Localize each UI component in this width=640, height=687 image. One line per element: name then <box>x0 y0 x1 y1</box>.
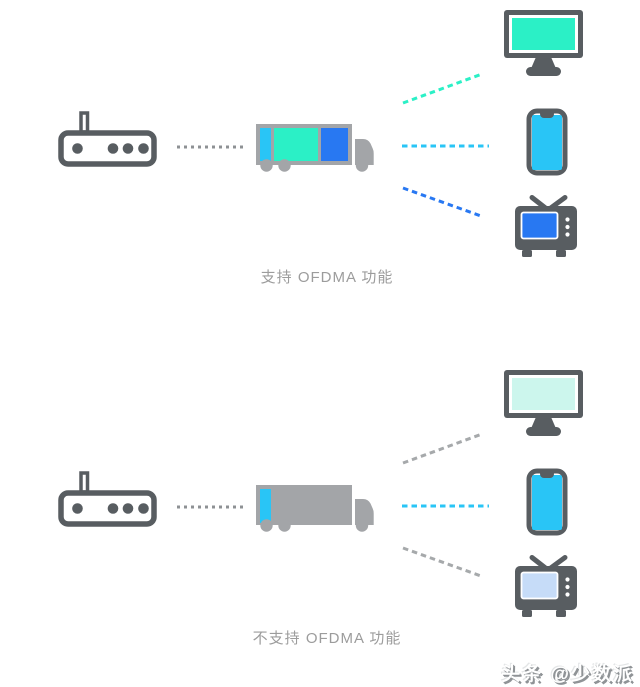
router-antenna <box>79 471 90 494</box>
phone-notch <box>540 470 554 478</box>
phone-notch <box>540 110 554 118</box>
monitor-base <box>526 427 561 436</box>
cargo-monitor-data <box>274 128 318 161</box>
tv-icon <box>515 555 577 617</box>
tv-knob <box>565 224 570 230</box>
caption-ofdma-supported: 支持 OFDMA 功能 <box>260 269 394 286</box>
truck-wheel <box>278 519 291 532</box>
router-icon <box>58 471 157 527</box>
router-led <box>107 143 119 154</box>
tv-foot <box>556 250 566 257</box>
monitor-icon <box>504 370 583 436</box>
section-ofdma-unsupported <box>58 370 583 617</box>
section-ofdma-supported <box>58 10 583 257</box>
router-led <box>122 143 134 154</box>
truck-wheel <box>260 159 273 172</box>
monitor-screen <box>512 378 575 410</box>
tv-knob <box>565 217 570 222</box>
router-led <box>122 503 134 514</box>
truck-cargo-box <box>256 485 352 525</box>
router-led <box>138 503 149 514</box>
tv-foot <box>522 250 532 257</box>
truck-wheel <box>355 519 369 532</box>
truck-cab <box>355 139 374 165</box>
cargo-phone-data <box>260 128 271 161</box>
watermark: 头条 @少数派 <box>501 664 634 685</box>
monitor-stand <box>531 57 556 69</box>
truck-to-tv-line <box>402 186 482 218</box>
monitor-icon <box>504 10 583 76</box>
phone-screen <box>532 115 562 170</box>
tv-foot <box>556 610 566 617</box>
monitor-screen <box>512 18 575 50</box>
tv-knob <box>565 592 570 597</box>
router-body <box>58 490 157 527</box>
router-icon <box>58 111 157 167</box>
truck-to-monitor-line <box>402 432 483 465</box>
delivery-truck-icon <box>256 124 374 172</box>
delivery-truck-icon <box>256 485 374 532</box>
truck-wheel <box>355 159 369 172</box>
smartphone-icon <box>526 108 568 176</box>
router-antenna <box>79 111 90 134</box>
tv-knob <box>565 577 570 582</box>
tv-screen <box>520 571 559 600</box>
phone-screen <box>532 475 562 530</box>
truck-wheel <box>260 519 273 532</box>
tv-knob <box>565 584 570 590</box>
smartphone-icon <box>526 468 568 536</box>
truck-wheel <box>278 159 291 172</box>
router-led <box>107 503 119 514</box>
tv-knob <box>565 232 570 237</box>
truck-to-monitor-line <box>402 72 483 105</box>
router-led <box>72 503 83 514</box>
tv-screen <box>520 211 559 240</box>
cargo-phone-data <box>260 489 271 523</box>
monitor-stand <box>531 417 556 429</box>
caption-ofdma-unsupported: 不支持 OFDMA 功能 <box>252 630 402 647</box>
router-led <box>138 143 149 154</box>
monitor-base <box>526 67 561 76</box>
router-body <box>58 130 157 167</box>
tv-foot <box>522 610 532 617</box>
cargo-tv-data <box>321 128 348 161</box>
tv-icon <box>515 195 577 257</box>
truck-cab <box>355 499 374 525</box>
router-led <box>72 143 83 154</box>
truck-to-tv-line <box>402 546 482 578</box>
